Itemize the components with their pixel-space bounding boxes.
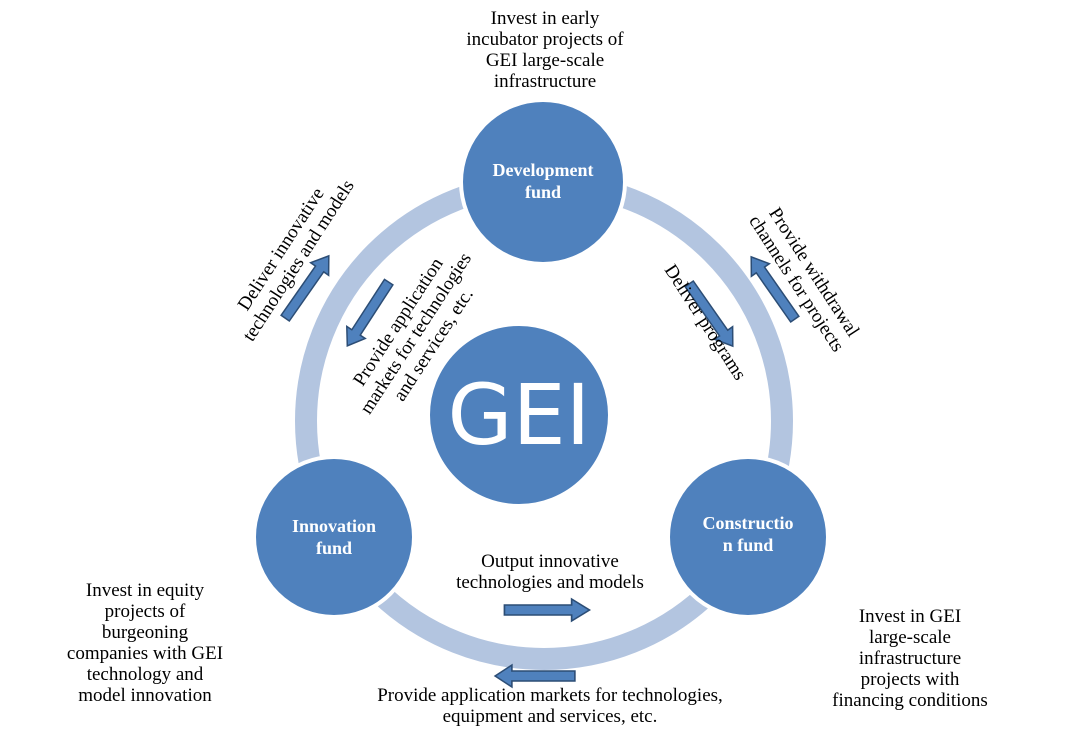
construction-fund-line2: n fund bbox=[722, 535, 774, 555]
flow-line: technologies and models bbox=[456, 572, 644, 593]
annotation-left-line: technology and bbox=[86, 664, 204, 685]
innovation-fund-label: Innovation fund bbox=[254, 515, 414, 559]
annotation-right-line: infrastructure bbox=[858, 648, 962, 669]
annotation-right-line: projects with bbox=[860, 669, 960, 690]
annotation-top: Invest in early incubator projects of GE… bbox=[415, 8, 675, 92]
innovation-fund-line1: Innovation bbox=[291, 516, 377, 536]
development-fund-line2: fund bbox=[524, 182, 562, 202]
center-node-gei bbox=[426, 322, 612, 508]
development-fund-label: Development fund bbox=[463, 159, 623, 203]
annotation-top-line: incubator projects of bbox=[466, 29, 624, 50]
node-development-fund bbox=[459, 98, 627, 266]
node-construction-fund bbox=[666, 455, 830, 619]
annotation-right-line: financing conditions bbox=[832, 690, 988, 711]
center-label: GEI bbox=[447, 366, 591, 464]
flow-line: Output innovative bbox=[481, 551, 619, 572]
development-fund-line1: Development bbox=[492, 160, 594, 180]
annotation-right-line: large-scale bbox=[869, 627, 951, 648]
construction-fund-line1: Constructio bbox=[702, 513, 794, 533]
annotation-right-line: Invest in GEI bbox=[858, 606, 962, 627]
annotation-left-line: model innovation bbox=[78, 685, 212, 706]
annotation-left-line: burgeoning bbox=[101, 622, 189, 643]
annotation-left: Invest in equity projects of burgeoning … bbox=[40, 580, 250, 706]
node-innovation-fund bbox=[252, 455, 416, 619]
annotation-left-line: companies with GEI bbox=[66, 643, 224, 664]
annotation-left-line: projects of bbox=[104, 601, 186, 622]
flow-provide-markets-bottom-label: Provide application markets for technolo… bbox=[330, 685, 770, 727]
annotation-top-line: Invest in early bbox=[490, 8, 600, 29]
annotation-top-line: GEI large-scale bbox=[485, 50, 605, 71]
annotation-left-line: Invest in equity bbox=[85, 580, 205, 601]
arrow-output-innovative bbox=[503, 598, 591, 622]
flow-line: equipment and services, etc. bbox=[442, 706, 658, 727]
annotation-top-line: infrastructure bbox=[493, 71, 597, 92]
flow-line: Provide application markets for technolo… bbox=[377, 685, 723, 706]
construction-fund-label: Constructio n fund bbox=[668, 512, 828, 556]
flow-output-innovative-label: Output innovative technologies and model… bbox=[440, 551, 660, 593]
annotation-right: Invest in GEI large-scale infrastructure… bbox=[800, 606, 1020, 711]
innovation-fund-line2: fund bbox=[315, 538, 353, 558]
